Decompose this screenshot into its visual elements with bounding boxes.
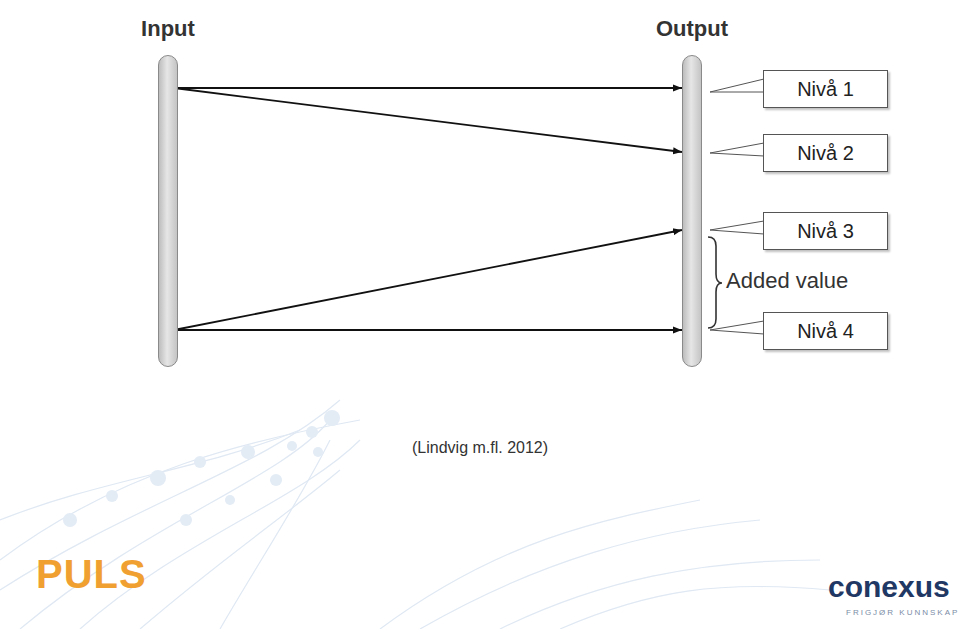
bar-shape: [682, 55, 702, 367]
bar-heading: Output: [642, 14, 742, 44]
level-box: Nivå 2: [763, 134, 888, 172]
bar-heading: Input: [118, 14, 218, 44]
network-dots: [63, 410, 340, 527]
callout-pointer: [710, 321, 764, 334]
level-label: Nivå 2: [797, 142, 854, 165]
flow-arrow: [174, 329, 682, 331]
level-label: Nivå 3: [797, 220, 854, 243]
flow-arrow: [174, 87, 682, 89]
callout-pointer: [710, 79, 764, 92]
conexus-tagline: FRIGJØR KUNNSKAP: [846, 608, 959, 617]
network-lines: [0, 400, 830, 629]
flow-bar: Output: [642, 14, 742, 367]
callout-pointer: [710, 143, 764, 156]
added-value-brace: [708, 237, 722, 328]
flow-arrow: [174, 230, 682, 330]
level-box: Nivå 3: [763, 212, 888, 250]
level-box: Nivå 4: [763, 312, 888, 350]
puls-logo: PULS: [36, 552, 147, 597]
level-label: Nivå 4: [797, 320, 854, 343]
callout-pointer: [710, 221, 764, 234]
bar-shape: [158, 55, 178, 367]
flow-bar: Input: [118, 14, 218, 367]
brace-label: Added value: [726, 268, 848, 294]
flow-arrow: [174, 88, 682, 152]
source-caption: (Lindvig m.fl. 2012): [412, 439, 548, 457]
conexus-logo: conexus: [828, 570, 950, 604]
level-label: Nivå 1: [797, 78, 854, 101]
level-box: Nivå 1: [763, 70, 888, 108]
